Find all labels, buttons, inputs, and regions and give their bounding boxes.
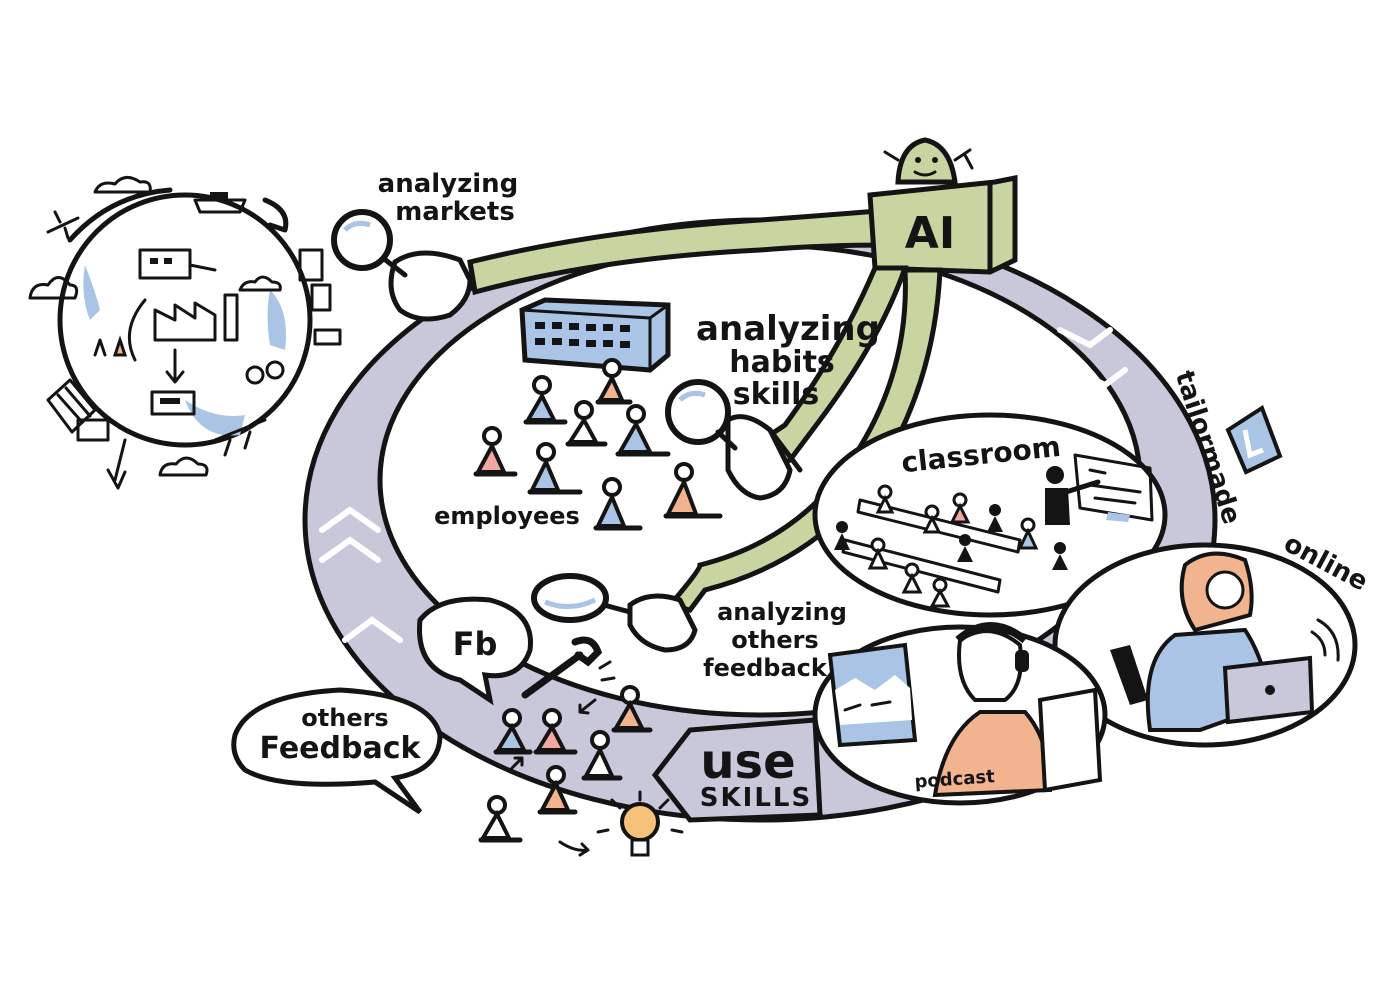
cloud-icon [28, 176, 282, 477]
arrow-icon [510, 756, 524, 770]
laptop-icon [1222, 655, 1315, 725]
man-with-headphones [932, 622, 1053, 798]
office-building-icon [138, 248, 217, 280]
fb-bubble-label: Fb [453, 625, 498, 663]
feedback-people-group [478, 685, 653, 857]
skyscraper-icon [46, 378, 97, 434]
person-figure [533, 708, 578, 755]
company-building [519, 297, 671, 373]
shop-icon [298, 248, 342, 346]
orbit-arrow-top [67, 187, 173, 243]
others-feedback-label-line1: others [301, 704, 388, 732]
magnifying-glass-icon [331, 209, 408, 278]
students-group [834, 484, 1068, 608]
employees-group [473, 358, 723, 531]
teacher-figure [1045, 466, 1101, 525]
employee-figure [527, 442, 583, 495]
ship-icon [193, 192, 247, 214]
analyzing-feedback-label-line2: others [731, 626, 818, 654]
analyzing-habits-label-line1: analyzing [696, 309, 880, 349]
factory-icon [153, 293, 239, 342]
bicycle-icon [245, 360, 285, 385]
arrow-icon [558, 840, 590, 857]
down-arrow-icon [165, 348, 185, 384]
ai-box-label: AI [905, 208, 955, 259]
magnifying-glass-icon [665, 379, 738, 451]
seat-icon [1037, 687, 1103, 793]
cycle-arrow-icon [127, 298, 147, 362]
employee-figure [523, 375, 568, 425]
analyzing-markets-label-line1: analyzing [378, 169, 519, 199]
person-figure [478, 795, 523, 843]
people-icon [93, 335, 128, 357]
orbit-arrow-right [262, 197, 289, 233]
lightbulb-icon [596, 790, 684, 857]
arrow-icon [578, 698, 597, 715]
train-window-icon [827, 642, 918, 748]
airplane-icon [46, 210, 80, 240]
employee-figure [615, 404, 671, 457]
skills-label: SKILLS [700, 783, 812, 813]
use-label: use [700, 734, 795, 790]
use-skills-arrow [651, 717, 823, 823]
others-feedback-speech-bubble [231, 687, 443, 815]
wrench-icon [521, 636, 616, 699]
online-scene [1052, 542, 1358, 748]
analyzing-feedback-label-line3: feedback [703, 654, 828, 682]
lamp-icon [106, 438, 127, 490]
employee-figure [595, 358, 633, 405]
shipping-box-icon [150, 390, 196, 416]
ai-arm-markets [331, 207, 893, 322]
classroom-scene [812, 412, 1168, 618]
person-figure [493, 708, 533, 755]
ai-robot: AI [867, 137, 1018, 275]
employee-figure [663, 462, 723, 519]
employee-figure [473, 426, 518, 477]
analyzing-markets-label-line2: markets [395, 197, 515, 227]
employee-figure [593, 477, 643, 531]
ai-arm-habits [665, 265, 909, 501]
analyzing-habits-label-line3: skills [733, 377, 820, 412]
wifi-signal-icon [1310, 618, 1340, 662]
world-market-globe [28, 176, 342, 490]
ring-direction-chevrons [319, 327, 1128, 643]
person-figure [581, 730, 623, 781]
fb-speech-bubble [417, 596, 533, 706]
magnifying-glass-icon [531, 573, 633, 623]
others-feedback-label-line2: Feedback [260, 731, 422, 766]
podcast-scene [812, 622, 1108, 806]
analyzing-feedback-label-line1: analyzing [717, 598, 847, 626]
analyzing-habits-label-line2: habits [729, 345, 835, 380]
bus-icon [213, 418, 267, 457]
employees-label: employees [434, 502, 580, 530]
laptop-icon [76, 418, 110, 442]
employee-figure [565, 400, 608, 447]
tailormade-icon-group [1225, 404, 1283, 475]
person-figure [537, 765, 578, 815]
person-figure [611, 685, 653, 733]
